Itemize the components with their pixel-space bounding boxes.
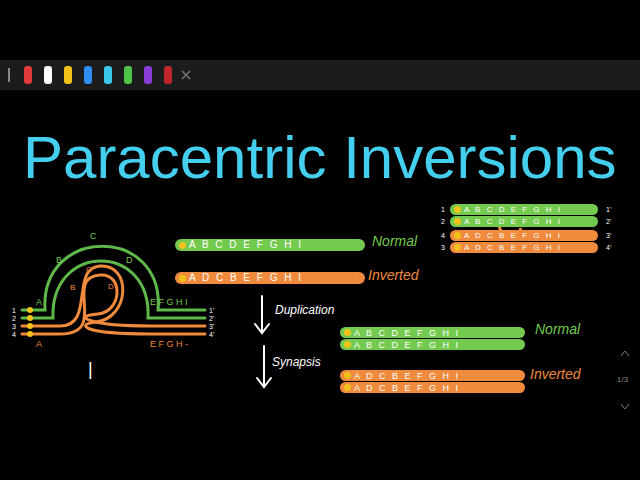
gene-sequence: A D C B E F G H I xyxy=(464,244,562,252)
gene-letter: B xyxy=(70,284,75,292)
centromere-dot xyxy=(454,206,461,213)
chromosome-bar: A D C B E F G H I xyxy=(340,370,525,381)
gene-sequence: A B C D E F G H I xyxy=(464,218,562,226)
gene-letters: E F G H - xyxy=(150,340,188,349)
strand-number: 1' xyxy=(606,206,611,213)
gene-sequence: A B C D E F G H I xyxy=(464,206,562,214)
strand-number: 4' xyxy=(606,244,611,251)
synapsis-loop xyxy=(22,246,205,337)
strand-number: 4' xyxy=(209,331,214,338)
gene-sequence: A B C D E F G H I xyxy=(189,240,303,250)
gene-sequence: A D C B E F G H I xyxy=(354,383,460,392)
strand-number: 1' xyxy=(209,307,214,314)
tick-mark: | xyxy=(88,360,93,378)
gene-letter: A xyxy=(36,298,42,307)
gene-sequence: A D C B E F G H I xyxy=(464,232,562,240)
gene-sequence: A B C D E F G H I xyxy=(354,340,460,349)
centromere-dot xyxy=(179,242,186,249)
stage-label: Normal xyxy=(535,322,580,336)
process-arrows xyxy=(255,296,271,387)
centromere-dot xyxy=(179,275,186,282)
gene-letter: D xyxy=(108,283,114,291)
centromere-dot xyxy=(344,372,351,379)
centromere-dot xyxy=(454,232,461,239)
centromere-dot xyxy=(454,244,461,251)
pen-icons xyxy=(8,66,190,84)
centromere-dot xyxy=(344,384,351,391)
gene-letter: D xyxy=(126,256,133,265)
chromosome-bar: A B C D E F G H I xyxy=(450,216,598,227)
gene-letter: A xyxy=(36,340,42,349)
chromosome-bar: A B C D E F G H I xyxy=(175,239,365,251)
stage-label: Normal xyxy=(372,234,417,248)
chromosome-bar: A B C D E F G H I xyxy=(450,204,598,215)
chromosome-bar: A D C B E F G H I xyxy=(450,242,598,253)
page-number: 1/3 xyxy=(617,376,628,384)
strand-number: 1 xyxy=(12,307,16,314)
stage-label: Inverted xyxy=(368,268,419,282)
gene-letter: C xyxy=(86,266,92,274)
strand-number: 4 xyxy=(441,232,445,239)
title: Paracentric Inversions xyxy=(23,128,617,188)
centromere-dot xyxy=(454,218,461,225)
gene-letter: B xyxy=(56,256,62,265)
strand-number: 2' xyxy=(209,315,214,322)
strand-number: 2 xyxy=(12,315,16,322)
step-label: Synapsis xyxy=(272,356,321,368)
step-label: Duplication xyxy=(275,304,334,316)
gene-sequence: A D C B E F G H I xyxy=(189,273,303,283)
chromosome-bar: A D C B E F G H I xyxy=(340,382,525,393)
gene-sequence: A B C D E F G H I xyxy=(354,328,460,337)
strand-number: 3' xyxy=(606,232,611,239)
strand-number: 1 xyxy=(441,206,445,213)
chromosome-bar: A B C D E F G H I xyxy=(340,327,525,338)
stage-label: Inverted xyxy=(530,367,581,381)
gene-letter: C xyxy=(90,232,97,241)
toolbar xyxy=(0,60,640,90)
chromosome-bar: A B C D E F G H I xyxy=(340,339,525,350)
strand-number: 2' xyxy=(606,218,611,225)
chromosome-bar: A D C B E F G H I xyxy=(175,272,365,284)
strand-number: 4 xyxy=(12,331,16,338)
centromere-dot xyxy=(344,341,351,348)
strand-number: 2 xyxy=(441,218,445,225)
chromosome-bar: A D C B E F G H I xyxy=(450,230,598,241)
strand-number: 3 xyxy=(12,323,16,330)
centromere-dot xyxy=(344,329,351,336)
gene-letters: E F G H I xyxy=(150,298,188,307)
strand-number: 3' xyxy=(209,323,214,330)
gene-sequence: A D C B E F G H I xyxy=(354,371,460,380)
strand-number: 3 xyxy=(441,244,445,251)
